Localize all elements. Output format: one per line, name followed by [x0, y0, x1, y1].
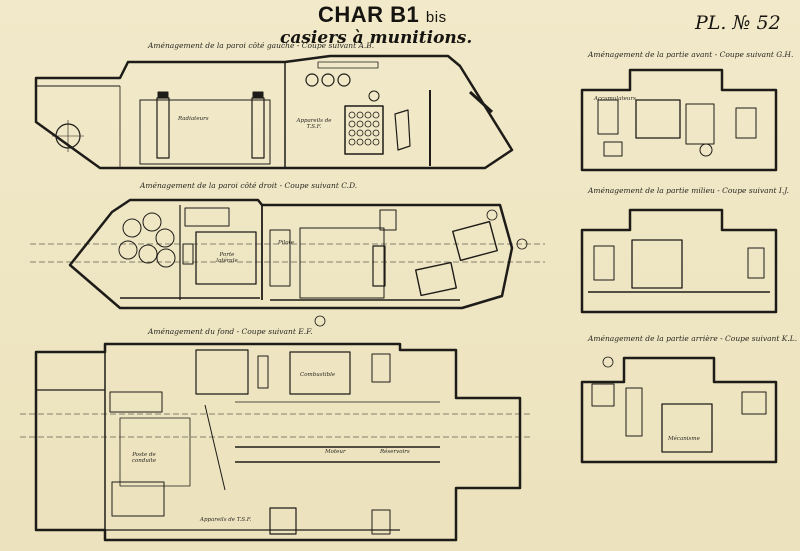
label-moteur: Moteur: [325, 449, 346, 455]
side-section-ab: [34, 54, 514, 170]
cross-section-kl: [580, 356, 778, 464]
label-pilote: Pilote: [278, 240, 294, 246]
title-main: CHAR B1: [318, 2, 420, 27]
caption-section-cd: Aménagement de la paroi côté droit - Cou…: [140, 181, 358, 190]
caption-section-ef: Aménagement du fond - Coupe suivant E.F.: [148, 327, 313, 336]
floor-section-ef: [20, 342, 530, 542]
label-radiateurs: Radiateurs: [178, 116, 209, 122]
plate-number: PL. № 52: [695, 12, 781, 34]
plate-title: CHAR B1 bis: [318, 2, 447, 28]
label-poste-conduite: Poste de conduite: [131, 452, 157, 464]
caption-section-gh: Aménagement de la partie avant - Coupe s…: [588, 50, 794, 59]
label-appareils-tsf: Appareils de T.S.F.: [296, 118, 332, 130]
label-mecanisme: Mécanisme: [668, 436, 700, 442]
label-appareils-tsf-bottom: Appareils de T.S.F.: [200, 517, 252, 523]
caption-section-ab: Aménagement de la paroi côté gauche - Co…: [148, 41, 375, 50]
label-combustible: Combustible: [300, 372, 336, 378]
cross-section-gh: [580, 68, 778, 172]
caption-section-kl: Aménagement de la partie arrière - Coupe…: [588, 334, 798, 343]
caption-section-ij: Aménagement de la partie milieu - Coupe …: [588, 186, 790, 195]
cross-section-ij: [580, 208, 778, 314]
title-suffix: bis: [425, 9, 447, 26]
label-porte-laterale: Porte latérale: [216, 252, 238, 264]
label-reservoirs: Réservoirs: [380, 449, 410, 455]
plate-subtitle: casiers à munitions.: [280, 28, 473, 48]
plan-section-cd: [30, 198, 545, 327]
label-accumulateurs: Accumulateurs: [594, 96, 636, 102]
